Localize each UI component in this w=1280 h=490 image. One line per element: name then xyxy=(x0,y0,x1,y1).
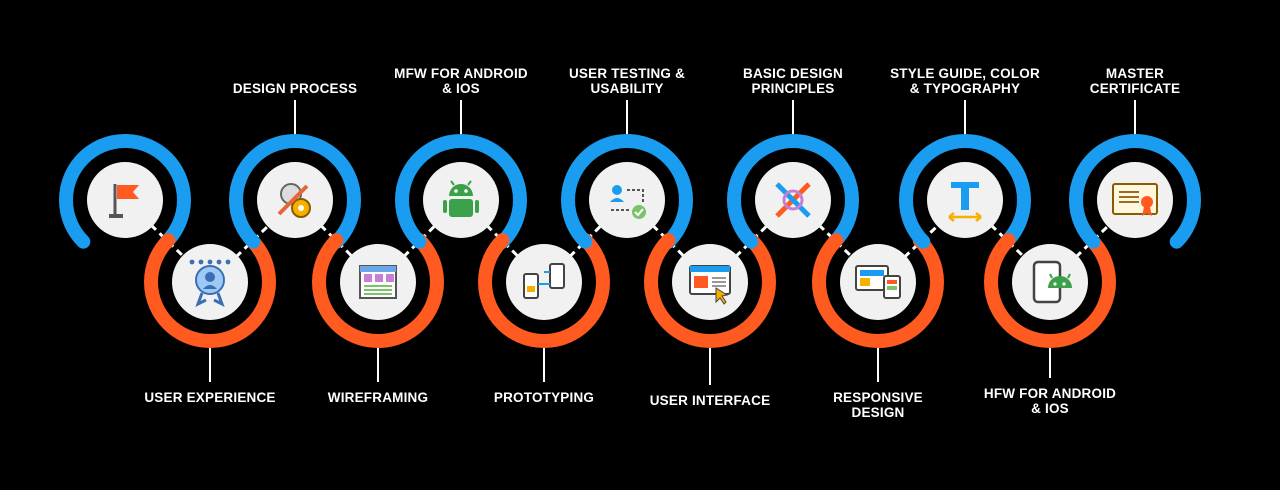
step-label: HFW FOR ANDROID & IOS xyxy=(983,386,1117,416)
step-node-circle xyxy=(87,162,163,238)
step-node xyxy=(927,162,1003,238)
top-ring xyxy=(1069,133,1201,249)
step-node xyxy=(1012,244,1088,320)
user-interface-icon xyxy=(689,265,731,305)
step-node xyxy=(840,244,916,320)
step-label: RESPONSIVE DESIGN xyxy=(833,390,923,420)
step-node xyxy=(172,244,248,320)
step-node-circle xyxy=(506,244,582,320)
step-label: WIREFRAMING xyxy=(327,390,429,405)
step-label: MASTER CERTIFICATE xyxy=(1089,66,1181,96)
android-phone-icon xyxy=(1032,260,1072,304)
step-node xyxy=(423,162,499,238)
flag-icon xyxy=(109,184,139,218)
design-process-icon xyxy=(277,183,311,218)
top-ring xyxy=(727,133,859,249)
step-nodes xyxy=(87,162,1173,320)
bottom-ring xyxy=(644,233,776,349)
step-node xyxy=(506,244,582,320)
step-label: USER TESTING & USABILITY xyxy=(568,66,686,96)
step-node xyxy=(1097,162,1173,238)
android-icon xyxy=(443,180,479,217)
bottom-ring xyxy=(984,233,1116,349)
step-node xyxy=(672,244,748,320)
step-label: STYLE GUIDE, COLOR & TYPOGRAPHY xyxy=(890,66,1040,96)
top-ring xyxy=(561,133,693,249)
step-node-circle xyxy=(589,162,665,238)
step-label: DESIGN PROCESS xyxy=(232,81,358,96)
top-ring xyxy=(59,133,191,249)
step-node xyxy=(589,162,665,238)
step-label: PROTOTYPING xyxy=(493,390,595,405)
bottom-ring xyxy=(812,233,944,349)
wireframe-icon xyxy=(359,265,397,299)
step-label: BASIC DESIGN PRINCIPLES xyxy=(743,66,843,96)
step-label: MFW FOR ANDROID & IOS xyxy=(394,66,528,96)
top-ring xyxy=(899,133,1031,249)
step-label: USER EXPERIENCE xyxy=(144,390,276,405)
step-node xyxy=(755,162,831,238)
responsive-design-icon xyxy=(855,265,901,299)
bottom-ring xyxy=(144,233,276,349)
top-ring xyxy=(395,133,527,249)
prototype-icon xyxy=(523,263,565,299)
award-badge-icon xyxy=(189,259,231,308)
certificate-icon xyxy=(1112,183,1158,216)
bottom-ring xyxy=(312,233,444,349)
step-label: USER INTERFACE xyxy=(649,393,771,408)
step-node xyxy=(87,162,163,238)
step-node xyxy=(340,244,416,320)
step-rings xyxy=(59,133,1201,349)
bottom-ring xyxy=(478,233,610,349)
top-ring xyxy=(229,133,361,249)
design-tools-icon xyxy=(775,182,811,218)
step-node xyxy=(257,162,333,238)
user-testing-icon xyxy=(610,185,646,219)
typography-icon xyxy=(948,182,982,222)
